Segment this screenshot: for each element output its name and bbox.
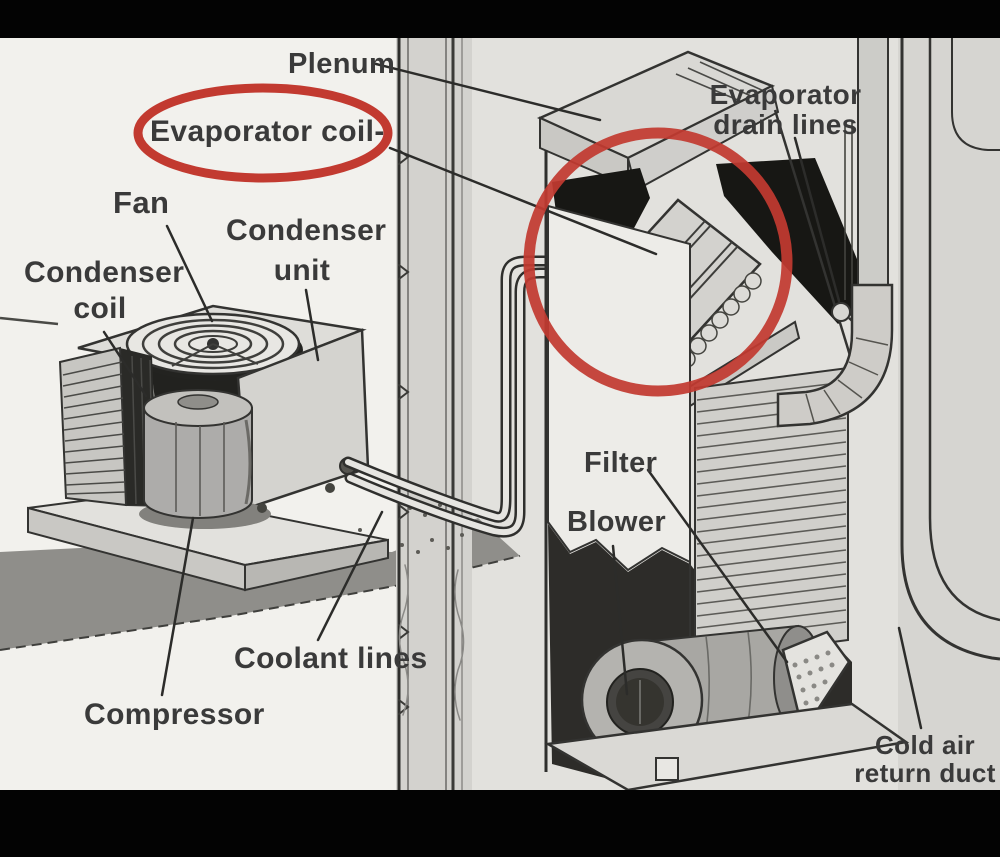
label-evaporator-drain-lines-line1: Evaporator [709,79,862,110]
leader-lines [102,62,923,730]
leader-fan [165,224,214,323]
leader-plenum [374,62,602,122]
label-condenser-unit-line1: Condenser [226,214,387,247]
label-evaporator-coil: Evaporator coil- [150,115,385,148]
label-coolant-lines: Coolant lines [234,642,428,675]
leader-condenser-coil [102,330,148,398]
label-evaporator-drain-lines: Evaporator drain lines [703,80,868,140]
coolant-pipes [339,255,568,538]
mounting-foot [325,483,335,493]
label-fan: Fan [113,185,170,220]
label-condenser-coil-line1: Condenser [24,256,185,289]
label-evaporator-drain-lines-line2: drain lines [713,109,858,140]
label-plenum: Plenum [288,48,396,80]
label-condenser-coil: Condenser coil [24,255,185,327]
label-cold-air-return-duct-line2: return duct [854,758,996,788]
compressor-cylinder [139,389,271,529]
flue-pipe [776,38,894,428]
condenser-unit-illustration [58,304,370,529]
evaporator-coil-highlight-circle [523,127,793,397]
leader-coolant-lines [316,510,384,642]
leader-evaporator-drain-lines [793,136,841,303]
leader-evaporator-coil [388,146,658,256]
bottom-letterbox-bar [0,790,1000,857]
mounting-foot [257,503,267,513]
leader-cold-air-return [897,626,923,730]
cold-air-return-duct [900,38,1000,661]
label-filter: Filter [584,447,658,479]
furnace-base [544,702,910,792]
filter-panel [781,630,851,736]
top-letterbox-bar [0,0,1000,38]
label-cold-air-return-duct: Cold air return duct [850,731,1000,787]
house-wall [396,36,472,792]
label-compressor: Compressor [84,698,265,731]
leader-filter [646,468,789,664]
leader-compressor [160,516,195,697]
label-blower: Blower [567,506,667,538]
ground-line [0,316,59,326]
drain-fitting [831,302,851,322]
condenser-coil-fins [58,346,158,507]
right-duct-background [898,38,1000,790]
label-cold-air-return-duct-line1: Cold air [875,730,975,760]
label-condenser-unit-line2: unit [273,254,331,287]
leader-condenser-unit [304,288,320,362]
evaporator-coil-label-highlight-ellipse [133,83,393,183]
fan-grille [125,312,303,381]
leader-blower [611,544,629,696]
label-condenser-coil-line2: coil [73,292,127,325]
flue-elbow [776,283,894,428]
label-condenser-unit: Condenser unit [226,211,387,291]
